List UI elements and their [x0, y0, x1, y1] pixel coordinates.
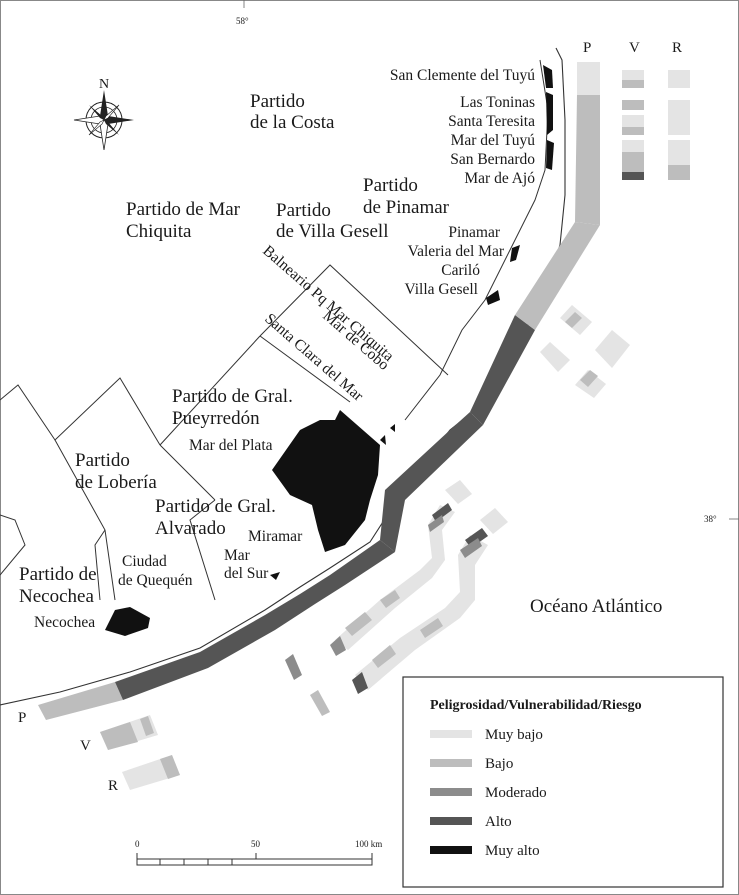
scale-label-100: 100 km [355, 839, 382, 849]
legend-title: Peligrosidad/Vulnerabilidad/Riesgo [430, 698, 642, 713]
town-pinamar: Pinamar [448, 224, 500, 241]
legend-swatch-muy-bajo [430, 730, 472, 738]
band-label-r-north: R [672, 40, 682, 56]
band-label-v-south: V [80, 738, 91, 754]
partido-pueyrredon-l2: Pueyrredón [172, 408, 260, 429]
scale-label-50: 50 [251, 839, 261, 849]
town-necochea: Necochea [34, 614, 95, 631]
band-muy-bajo-1 [577, 62, 600, 95]
legend-label-muy-bajo: Muy bajo [485, 727, 543, 743]
partido-necochea-l1: Partido de [19, 564, 97, 585]
south-v-band [330, 480, 472, 656]
partido-pinamar-l1: Partido [363, 175, 418, 196]
compass-north-label: N [99, 77, 109, 92]
partido-pueyrredon-l1: Partido de Gral. [172, 386, 293, 407]
town-valeria: Valeria del Mar [408, 243, 505, 260]
partido-gesell-l2: de Villa Gesell [276, 221, 388, 242]
town-san-clemente: San Clemente del Tuyú [390, 67, 535, 84]
south-r-band [352, 508, 508, 694]
band-alto-2 [380, 412, 483, 552]
partido-marchiquita-l2: Chiquita [126, 221, 192, 242]
band-label-p-south: P [18, 710, 26, 726]
scale-bar: 0 50 100 km [135, 839, 382, 866]
legend-label-alto: Alto [485, 814, 512, 830]
band-label-v-north: V [629, 40, 640, 56]
partido-alvarado-l2: Alvarado [155, 518, 226, 539]
town-mar-del-plata: Mar del Plata [189, 437, 273, 454]
partido-marchiquita-l1: Partido de Mar [126, 199, 241, 220]
offshore-blocks-north [540, 305, 630, 398]
partido-loberia-l2: de Lobería [75, 472, 157, 493]
partido-gesell-l1: Partido [276, 200, 331, 221]
band-alto-1 [115, 540, 395, 700]
partido-necochea-l2: Necochea [19, 586, 94, 607]
compass-rose [73, 90, 134, 151]
town-quequen-l2: de Quequén [118, 572, 193, 589]
p-coastal-band [38, 62, 600, 720]
scale-label-0: 0 [135, 839, 140, 849]
legend-label-bajo: Bajo [485, 756, 513, 772]
southwest-v-band [100, 715, 158, 750]
parallel-label: 38° [704, 514, 717, 524]
town-mar-de-ajo: Mar de Ajó [464, 170, 535, 187]
band-bajo-3 [575, 95, 600, 225]
partido-costa-l1: Partido [250, 91, 305, 112]
legend-label-moderado: Moderado [485, 785, 547, 801]
north-town-labels: San Clemente del Tuyú Las Toninas Santa … [390, 67, 535, 187]
town-mar-l1: Mar [224, 547, 251, 564]
partido-loberia-l1: Partido [75, 450, 130, 471]
town-villa-gesell: Villa Gesell [404, 281, 478, 298]
town-miramar: Miramar [248, 528, 303, 545]
legend: Peligrosidad/Vulnerabilidad/Riesgo Muy b… [402, 676, 724, 888]
band-bajo-1 [38, 682, 123, 720]
north-v-column [622, 70, 644, 180]
town-las-toninas: Las Toninas [460, 94, 535, 111]
legend-swatch-bajo [430, 759, 472, 767]
coastal-strip-edge [404, 59, 549, 421]
legend-swatch-alto [430, 817, 472, 825]
legend-swatch-muy-alto [430, 846, 472, 854]
town-carilo: Cariló [441, 262, 480, 279]
legend-label-muy-alto: Muy alto [485, 843, 540, 859]
ocean-label: Océano Atlántico [530, 596, 662, 617]
offshore-piece-1 [285, 654, 302, 680]
partido-alvarado-l1: Partido de Gral. [155, 496, 276, 517]
band-label-p-north: P [583, 40, 591, 56]
meridian-label: 58° [236, 16, 249, 26]
urban-areas [105, 65, 554, 636]
legend-swatch-moderado [430, 788, 472, 796]
offshore-piece-2 [310, 690, 330, 716]
town-santa-teresita: Santa Teresita [448, 113, 535, 130]
southwest-r-band [122, 755, 180, 790]
town-san-bernardo: San Bernardo [450, 151, 535, 168]
town-quequen-l1: Ciudad [122, 553, 167, 570]
town-mar-l2: del Sur [224, 565, 269, 582]
band-label-r-south: R [108, 778, 118, 794]
partido-pinamar-l2: de Pinamar [363, 197, 450, 218]
partido-costa-l2: de la Costa [250, 112, 335, 133]
partido-boundaries [0, 264, 449, 601]
gesell-town-labels: Pinamar Valeria del Mar Cariló Villa Ges… [404, 224, 504, 298]
band-bajo-2 [515, 222, 600, 330]
north-r-column [668, 70, 690, 180]
town-mar-del-tuyu: Mar del Tuyú [451, 132, 536, 149]
band-alto-3 [470, 315, 535, 425]
